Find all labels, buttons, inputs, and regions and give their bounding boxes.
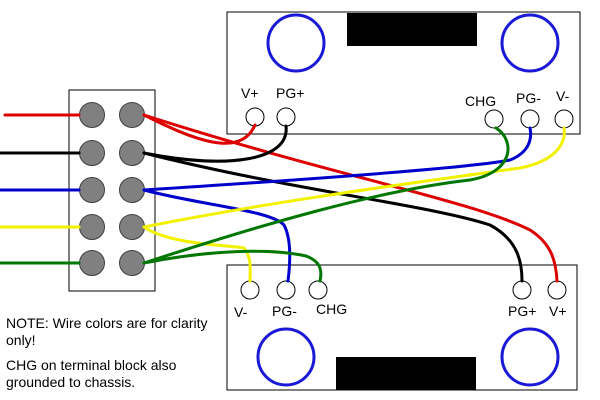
top-label-pg-plus: PG+ bbox=[276, 85, 304, 101]
top-terminal-pg-minus bbox=[520, 109, 540, 129]
bottom-label-v-plus: V+ bbox=[549, 303, 567, 319]
bottom-label-pg-minus: PG- bbox=[272, 303, 297, 319]
top-board-connector bbox=[347, 13, 477, 46]
bottom-terminal-pg-plus bbox=[512, 280, 532, 300]
bottom-label-chg: CHG bbox=[316, 301, 347, 317]
bottom-terminal-v-plus bbox=[547, 280, 567, 300]
bottom-board: V- PG- CHG PG+ V+ bbox=[226, 264, 578, 391]
bottom-terminal-v-minus bbox=[240, 280, 260, 300]
wire-black-top-pg-plus bbox=[142, 124, 288, 163]
terminal-screw-r1-right bbox=[119, 102, 145, 128]
wire-green-top-chg bbox=[142, 126, 510, 265]
bottom-board-mount-hole-left bbox=[256, 327, 316, 387]
bottom-board-connector bbox=[336, 357, 476, 390]
terminal-screw-r2-right bbox=[119, 140, 145, 166]
top-label-pg-minus: PG- bbox=[516, 90, 541, 106]
bottom-terminal-pg-minus bbox=[276, 280, 296, 300]
top-label-v-plus: V+ bbox=[241, 85, 259, 101]
note-chg-grounded: CHG on terminal block also grounded to c… bbox=[6, 357, 177, 390]
terminal-screw-r4-left bbox=[79, 214, 105, 240]
top-board-mount-hole-left bbox=[266, 13, 326, 73]
terminal-screw-r3-right bbox=[119, 177, 145, 203]
wire-blue-bottom-pg-minus bbox=[142, 188, 292, 283]
top-label-chg: CHG bbox=[465, 93, 496, 109]
top-terminal-v-plus bbox=[245, 107, 265, 127]
note-wire-colors: NOTE: Wire colors are for clarity only! bbox=[6, 315, 208, 348]
wire-yellow-bottom-v-minus bbox=[142, 225, 252, 283]
wire-blue-top-pg-minus bbox=[142, 126, 533, 192]
wire-red-top-v-plus bbox=[142, 113, 257, 145]
wire-black-bottom-pg-plus bbox=[142, 151, 524, 283]
bottom-terminal-chg bbox=[308, 280, 328, 300]
wire-yellow-top-v-minus bbox=[142, 126, 566, 229]
bottom-board-mount-hole-right bbox=[500, 327, 560, 387]
terminal-block bbox=[68, 89, 156, 292]
bottom-label-pg-plus: PG+ bbox=[508, 303, 536, 319]
top-board: V+ PG+ CHG PG- V- bbox=[226, 11, 581, 135]
terminal-screw-r2-left bbox=[79, 140, 105, 166]
wires bbox=[0, 113, 566, 283]
terminal-screw-r1-left bbox=[79, 102, 105, 128]
terminal-screw-r5-left bbox=[79, 250, 105, 276]
wire-red-bottom-v-plus bbox=[142, 113, 559, 283]
top-terminal-v-minus bbox=[554, 109, 574, 129]
top-label-v-minus: V- bbox=[556, 88, 570, 104]
terminal-screw-r5-right bbox=[119, 250, 145, 276]
terminal-screw-r3-left bbox=[79, 177, 105, 203]
bottom-label-v-minus: V- bbox=[234, 304, 248, 320]
top-board-mount-hole-right bbox=[500, 13, 560, 73]
terminal-screw-r4-right bbox=[119, 214, 145, 240]
top-terminal-pg-plus bbox=[276, 107, 296, 127]
wire-green-bottom-chg bbox=[142, 249, 323, 283]
top-terminal-chg bbox=[484, 109, 504, 129]
